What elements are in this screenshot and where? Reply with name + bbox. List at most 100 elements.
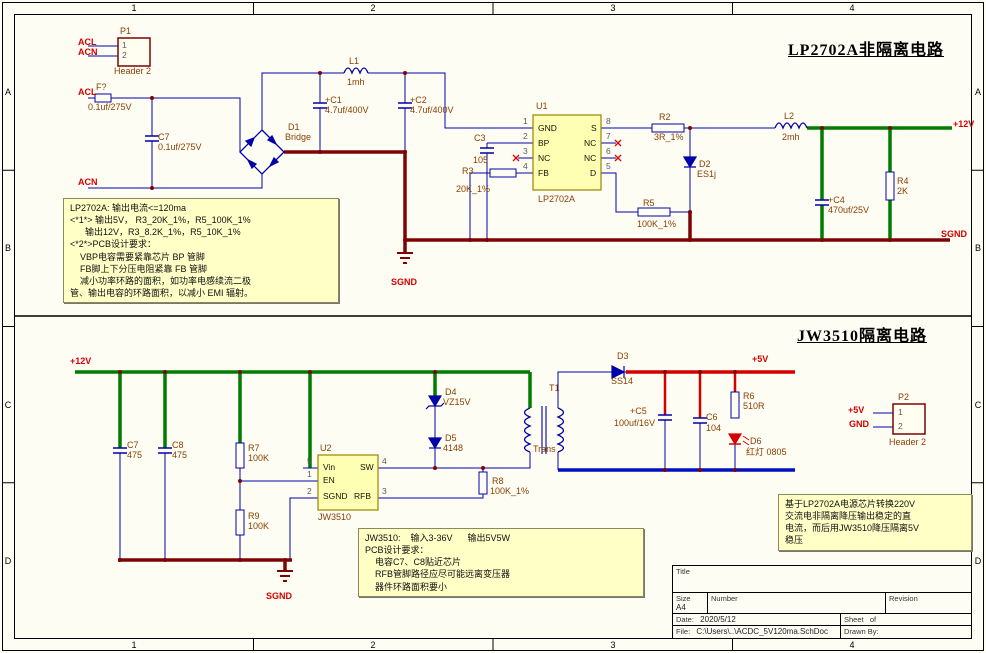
u1-num5: 5 bbox=[606, 161, 611, 171]
net-5v[interactable]: +5V bbox=[752, 354, 769, 364]
des-d6: D6 bbox=[750, 436, 762, 446]
ruler-row-B-right: B bbox=[974, 243, 982, 253]
net-sgnd-right[interactable]: SGND bbox=[941, 229, 968, 239]
val-c8: 475 bbox=[172, 450, 188, 460]
cap-c8[interactable] bbox=[158, 447, 172, 454]
ruler-col-1-bottom: 1 bbox=[131, 640, 137, 650]
connector-p2[interactable] bbox=[892, 403, 926, 435]
zener-d4[interactable] bbox=[425, 395, 445, 410]
u1-num7: 7 bbox=[606, 131, 611, 141]
net-gnd-p2[interactable]: GND bbox=[849, 419, 869, 429]
u1-pin-bp: BP bbox=[538, 138, 550, 148]
cap-c4[interactable] bbox=[815, 199, 829, 206]
ruler-row-D-right: D bbox=[974, 556, 982, 566]
p2-pin2-num: 2 bbox=[898, 421, 903, 431]
val-f: 0.1uf/275V bbox=[88, 102, 132, 112]
des-r9: R9 bbox=[248, 511, 260, 521]
inductor-l2[interactable] bbox=[774, 122, 808, 130]
net-acl-p1[interactable]: ACL bbox=[78, 37, 97, 47]
ic-u2-jw3510[interactable] bbox=[317, 454, 379, 511]
note-overview[interactable]: 基于LP2702A电源芯片转换220V 交流电非隔离降压输出稳定的直 电流，而后… bbox=[778, 494, 972, 551]
net-sgnd-bottom[interactable]: SGND bbox=[266, 591, 293, 601]
res-r9[interactable] bbox=[235, 509, 245, 536]
ic-u1-lp2702a[interactable] bbox=[532, 114, 602, 191]
des-c2: +C2 bbox=[410, 95, 427, 105]
cap-c6[interactable] bbox=[693, 417, 707, 424]
val-d4: VZ15V bbox=[443, 397, 471, 407]
net-12v-top[interactable]: +12V bbox=[953, 119, 975, 129]
cap-c7-bottom[interactable] bbox=[113, 447, 127, 454]
des-c1: +C1 bbox=[325, 95, 342, 105]
diode-d3[interactable] bbox=[611, 365, 626, 379]
val-r2: 3R_1% bbox=[654, 132, 684, 142]
u1-pin-gnd: GND bbox=[538, 123, 557, 133]
p1-pin1-num: 1 bbox=[122, 40, 127, 50]
val-d2: ES1j bbox=[697, 169, 717, 179]
val-c5: 100uf/16V bbox=[614, 418, 656, 428]
top-wires-signal bbox=[88, 45, 775, 240]
u1-pin-d: D bbox=[590, 168, 597, 178]
diode-d5[interactable] bbox=[427, 437, 443, 450]
net-acn-p1[interactable]: ACN bbox=[78, 47, 98, 57]
des-r7: R7 bbox=[248, 443, 260, 453]
cap-c5[interactable] bbox=[658, 414, 672, 421]
u2-pin-en: EN bbox=[323, 475, 335, 485]
res-r4[interactable] bbox=[885, 171, 895, 201]
note-jw3510-design[interactable]: JW3510: 输入3-36V 输出5V5W PCB设计要求： 电容C7、C8贴… bbox=[358, 528, 644, 597]
net-acn[interactable]: ACN bbox=[78, 177, 98, 187]
inductor-l1[interactable] bbox=[343, 67, 369, 75]
ruler-col-2-bottom: 2 bbox=[370, 640, 376, 650]
ruler-col-1-top: 1 bbox=[131, 3, 137, 13]
ruler-col-4-bottom: 4 bbox=[849, 640, 855, 650]
des-p1: P1 bbox=[120, 26, 132, 36]
net-sgnd-top[interactable]: SGND bbox=[391, 277, 418, 287]
cap-c7-top[interactable] bbox=[145, 135, 159, 142]
res-r6[interactable] bbox=[730, 391, 740, 419]
diode-d2[interactable] bbox=[682, 156, 698, 169]
transformer-t1[interactable] bbox=[523, 406, 565, 454]
top-power-rail-12v bbox=[807, 126, 952, 240]
titleblock-of-label: of bbox=[869, 615, 877, 624]
sgnd-ground-symbol-bottom bbox=[277, 570, 293, 582]
led-d6[interactable] bbox=[727, 433, 750, 446]
titleblock-size-value: A4 bbox=[676, 603, 686, 612]
des-c7-top: C7 bbox=[158, 132, 170, 142]
cap-c2[interactable] bbox=[398, 102, 412, 109]
res-r2[interactable] bbox=[651, 123, 685, 133]
val-d6: 红灯 0805 bbox=[746, 447, 787, 457]
val-c3: 105 bbox=[473, 155, 489, 165]
res-r3[interactable] bbox=[489, 168, 517, 178]
des-d3: D3 bbox=[617, 351, 629, 361]
top-circuit-title: LP2702A非隔离电路 bbox=[788, 42, 945, 59]
des-p2: P2 bbox=[898, 392, 910, 402]
val-r4: 2K bbox=[897, 186, 909, 196]
fuse-f[interactable] bbox=[94, 93, 112, 103]
val-l2: 2mh bbox=[782, 132, 800, 142]
net-12v-bottom[interactable]: +12V bbox=[70, 356, 92, 366]
p2-pin1-num: 1 bbox=[898, 407, 903, 417]
note-lp2702a-design[interactable]: LP2702A: 输出电流<=120ma <*1*> 输出5V， R3_20K_… bbox=[63, 198, 339, 304]
val-r3: 20K_1% bbox=[456, 184, 491, 194]
des-c7b: C7 bbox=[127, 440, 139, 450]
val-r6: 510R bbox=[743, 401, 765, 411]
val-p1: Header 2 bbox=[114, 66, 152, 76]
sgnd-ground-symbol-top bbox=[397, 252, 413, 264]
res-r5[interactable] bbox=[637, 207, 671, 217]
res-r7[interactable] bbox=[235, 442, 245, 469]
cap-c1[interactable] bbox=[313, 102, 327, 109]
net-5v-p2[interactable]: +5V bbox=[848, 405, 865, 415]
net-acl[interactable]: ACL bbox=[78, 87, 97, 97]
des-r3: R3 bbox=[462, 166, 474, 176]
des-r5: R5 bbox=[643, 198, 655, 208]
cap-c3[interactable] bbox=[480, 147, 494, 154]
des-d1: D1 bbox=[288, 122, 300, 132]
val-r8: 100K_1% bbox=[490, 486, 530, 496]
connector-p1[interactable] bbox=[117, 37, 151, 67]
u2-pin-sgnd: SGND bbox=[323, 491, 348, 501]
bridge-d1[interactable] bbox=[239, 129, 285, 175]
val-c2: 4.7uf/400V bbox=[410, 105, 454, 115]
u2-num5: 5 bbox=[307, 456, 312, 466]
res-r8[interactable] bbox=[478, 471, 488, 495]
des-t1: T1 bbox=[549, 383, 560, 393]
val-r7: 100K bbox=[248, 453, 270, 463]
